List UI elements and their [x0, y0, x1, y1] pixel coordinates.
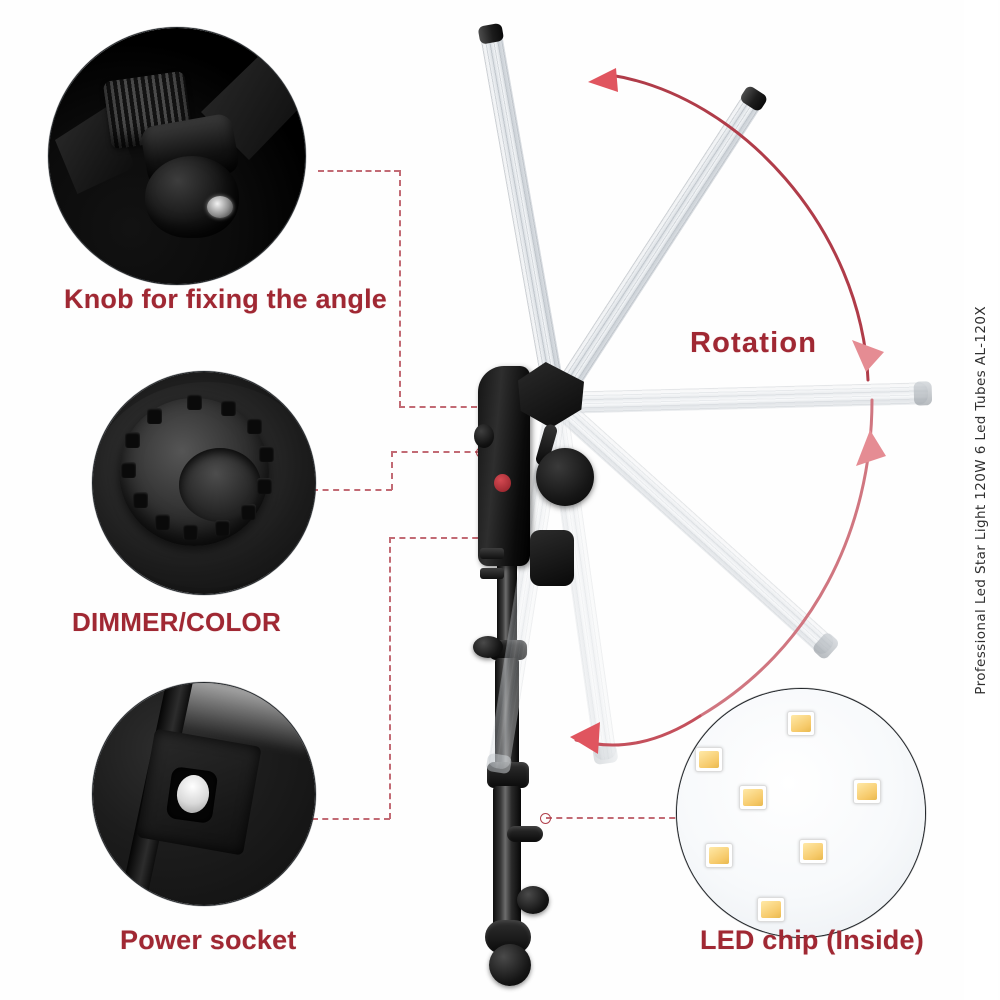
hub-stand-clamp: [530, 530, 574, 586]
led-chip-smd: [739, 785, 767, 810]
detail-circle-led-chip: [676, 688, 926, 938]
led-tube-2: [546, 84, 769, 409]
hub-screw-lug-1: [480, 548, 504, 559]
led-chip-smd: [757, 897, 785, 922]
tube-ribs: [479, 26, 567, 405]
dimmer-tooth: [241, 504, 256, 520]
dimmer-tooth: [125, 432, 140, 448]
leader-dimmer-horizontal-2: [391, 451, 481, 453]
detail-circle-knob: [48, 27, 306, 285]
callout-label-knob: Knob for fixing the angle: [64, 284, 387, 314]
dimmer-tooth: [247, 418, 262, 434]
detail-circle-dimmer: [92, 371, 316, 595]
dimmer-tooth: [147, 408, 162, 424]
leader-power-horizontal-2: [389, 537, 499, 539]
leader-dimmer-horizontal-1: [312, 489, 392, 491]
tube-end-cap: [592, 743, 619, 766]
rotation-arrow-right-lower: [856, 430, 886, 466]
led-tube-1: [477, 22, 567, 405]
callout-label-rotation: Rotation: [690, 327, 818, 359]
detail-circle-power-socket: [92, 682, 316, 906]
tube-end-cap: [485, 752, 513, 775]
dimmer-tooth: [259, 446, 274, 462]
stand-tray-bracket: [507, 826, 543, 842]
callout-label-power-socket: Power socket: [120, 925, 297, 955]
stand-knob-lower: [517, 886, 549, 914]
led-chip-smd: [853, 779, 881, 804]
leader-led-endpoint: [540, 813, 551, 824]
led-chip-smd: [695, 747, 723, 772]
leader-led-horizontal: [546, 817, 706, 819]
tube-ribs: [546, 88, 766, 409]
leader-knob-horizontal-1: [318, 170, 400, 172]
led-chip-smd: [787, 711, 815, 736]
stand-knob-upper: [473, 636, 503, 658]
leader-knob-horizontal-2: [399, 406, 549, 408]
dimmer-tooth: [183, 524, 198, 540]
leader-power-vertical: [389, 537, 391, 819]
rotation-arrow-right-upper: [852, 340, 884, 372]
stand-lower-segment: [493, 786, 521, 936]
dimmer-dial: [119, 394, 274, 546]
dimmer-tooth: [221, 400, 236, 416]
dimmer-tooth: [257, 478, 272, 494]
hub-screw-lug-2: [480, 568, 504, 579]
dimmer-tooth: [133, 492, 148, 508]
callout-label-led-chip: LED chip (Inside): [700, 925, 924, 955]
leader-knob-vertical: [399, 170, 401, 407]
brand-caption-text: Professional Led Star Light 120W 6 Led T…: [973, 305, 989, 695]
knob-screw-head: [207, 196, 233, 218]
leader-dimmer-vertical: [391, 451, 393, 490]
hub-tilt-disc: [536, 448, 594, 506]
callout-label-dimmer: DIMMER/COLOR: [72, 607, 281, 637]
led-chip-smd: [799, 839, 827, 864]
hub-side-knob-upper: [474, 424, 494, 448]
hub-red-button[interactable]: [494, 474, 511, 492]
leader-power-horizontal-1: [312, 818, 390, 820]
pivot-hub: [474, 362, 658, 592]
rotation-arrow-top: [588, 68, 618, 92]
dimmer-tooth: [155, 514, 170, 530]
brand-caption-strip: Professional Led Star Light 120W 6 Led T…: [964, 0, 998, 1000]
dimmer-tooth: [215, 520, 230, 536]
dimmer-tooth: [187, 394, 202, 410]
tube-end-cap: [913, 381, 933, 406]
dimmer-tooth: [121, 462, 136, 478]
stand-base-hub: [489, 944, 531, 986]
led-chip-smd: [705, 843, 733, 868]
